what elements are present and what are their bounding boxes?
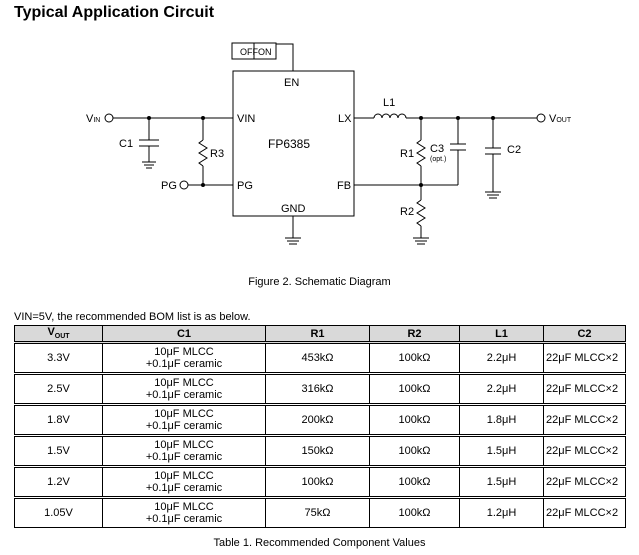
c3-label: C3 bbox=[430, 143, 444, 155]
c2-label: C2 bbox=[507, 144, 521, 156]
cell-l1: 2.2μH bbox=[459, 342, 544, 374]
cell-r1: 150kΩ bbox=[265, 435, 370, 467]
pin-en: EN bbox=[284, 77, 299, 89]
table-row: 1.5V 10μF MLCC+0.1μF ceramic 150kΩ 100kΩ… bbox=[14, 435, 626, 467]
vin-sub: IN bbox=[93, 117, 100, 124]
svg-text:VIN: VIN bbox=[86, 113, 100, 125]
cell-vout: 1.8V bbox=[14, 404, 103, 436]
cell-vout: 2.5V bbox=[14, 373, 103, 405]
switch-on-label: ON bbox=[258, 47, 272, 57]
cell-c2: 22μF MLCC×2 bbox=[543, 373, 626, 405]
r3-label: R3 bbox=[210, 148, 224, 160]
header-r1: R1 bbox=[265, 325, 370, 343]
cell-r1: 453kΩ bbox=[265, 342, 370, 374]
cell-r2: 100kΩ bbox=[369, 342, 460, 374]
r1-label: R1 bbox=[400, 148, 414, 160]
table-row: 3.3V 10μF MLCC+0.1μF ceramic 453kΩ 100kΩ… bbox=[14, 342, 626, 374]
cell-r2: 100kΩ bbox=[369, 404, 460, 436]
switch-on bbox=[253, 42, 277, 60]
schematic-diagram: OFF ON EN VIN LX PG FB GND FP6385 VIN VO… bbox=[86, 42, 572, 245]
ic-name: FP6385 bbox=[268, 137, 310, 151]
pg-terminal bbox=[179, 180, 189, 190]
l1-inductor bbox=[373, 113, 407, 119]
cell-r1: 100kΩ bbox=[265, 466, 370, 498]
cell-r1: 316kΩ bbox=[265, 373, 370, 405]
vin-label: V bbox=[86, 113, 94, 125]
cell-vout: 3.3V bbox=[14, 342, 103, 374]
figure-caption: Figure 2. Schematic Diagram bbox=[248, 276, 391, 288]
pin-lx: LX bbox=[338, 113, 352, 125]
vout-label: V bbox=[549, 113, 557, 125]
cell-r2: 100kΩ bbox=[369, 373, 460, 405]
table-row: 1.2V 10μF MLCC+0.1μF ceramic 100kΩ 100kΩ… bbox=[14, 466, 626, 498]
cell-c1: 10μF MLCC+0.1μF ceramic bbox=[102, 342, 266, 374]
pin-fb: FB bbox=[337, 180, 351, 192]
cell-r2: 100kΩ bbox=[369, 497, 460, 528]
cell-c1: 10μF MLCC+0.1μF ceramic bbox=[102, 435, 266, 467]
header-r2: R2 bbox=[369, 325, 460, 343]
cell-l1: 1.5μH bbox=[459, 435, 544, 467]
c1-label: C1 bbox=[119, 138, 133, 150]
svg-text:VOUT: VOUT bbox=[549, 113, 572, 125]
pin-gnd: GND bbox=[281, 203, 306, 215]
table-row: 1.05V 10μF MLCC+0.1μF ceramic 75kΩ 100kΩ… bbox=[14, 497, 626, 528]
l1-label: L1 bbox=[383, 97, 395, 109]
page-heading: Typical Application Circuit bbox=[14, 4, 215, 21]
cell-c2: 22μF MLCC×2 bbox=[543, 466, 626, 498]
pin-pg: PG bbox=[237, 180, 253, 192]
cell-r2: 100kΩ bbox=[369, 435, 460, 467]
cell-vout: 1.5V bbox=[14, 435, 103, 467]
header-c2: C2 bbox=[543, 325, 626, 343]
cell-c1: 10μF MLCC+0.1μF ceramic bbox=[102, 373, 266, 405]
cell-c2: 22μF MLCC×2 bbox=[543, 497, 626, 528]
cell-c1: 10μF MLCC+0.1μF ceramic bbox=[102, 466, 266, 498]
c3-note: (opt.) bbox=[430, 156, 446, 163]
cell-c2: 22μF MLCC×2 bbox=[543, 342, 626, 374]
cell-c1: 10μF MLCC+0.1μF ceramic bbox=[102, 497, 266, 528]
cell-l1: 2.2μH bbox=[459, 373, 544, 405]
cell-vout: 1.05V bbox=[14, 497, 103, 528]
vout-sub: OUT bbox=[556, 117, 572, 124]
table-row: 2.5V 10μF MLCC+0.1μF ceramic 316kΩ 100kΩ… bbox=[14, 373, 626, 405]
bom-table: VOUT C1 R1 R2 L1 C2 3.3V 10μF MLCC+0.1μF… bbox=[14, 325, 626, 528]
pin-vin: VIN bbox=[237, 113, 255, 125]
cell-r1: 75kΩ bbox=[265, 497, 370, 528]
cell-c2: 22μF MLCC×2 bbox=[543, 435, 626, 467]
vout-terminal bbox=[536, 113, 546, 123]
table-caption: Table 1. Recommended Component Values bbox=[213, 537, 426, 549]
pg-label: PG bbox=[161, 180, 177, 192]
cell-l1: 1.8μH bbox=[459, 404, 544, 436]
header-l1: L1 bbox=[459, 325, 544, 343]
vin-terminal bbox=[104, 113, 114, 123]
table-header-row: VOUT C1 R1 R2 L1 C2 bbox=[14, 325, 626, 343]
header-vout: VOUT bbox=[14, 325, 103, 343]
switch-off-label: OFF bbox=[240, 47, 258, 57]
cell-l1: 1.5μH bbox=[459, 466, 544, 498]
bom-intro: VIN=5V, the recommended BOM list is as b… bbox=[14, 311, 251, 323]
cell-r2: 100kΩ bbox=[369, 466, 460, 498]
table-row: 1.8V 10μF MLCC+0.1μF ceramic 200kΩ 100kΩ… bbox=[14, 404, 626, 436]
cell-vout: 1.2V bbox=[14, 466, 103, 498]
cell-r1: 200kΩ bbox=[265, 404, 370, 436]
cell-c1: 10μF MLCC+0.1μF ceramic bbox=[102, 404, 266, 436]
r2-label: R2 bbox=[400, 206, 414, 218]
cell-l1: 1.2μH bbox=[459, 497, 544, 528]
header-c1: C1 bbox=[102, 325, 266, 343]
cell-c2: 22μF MLCC×2 bbox=[543, 404, 626, 436]
